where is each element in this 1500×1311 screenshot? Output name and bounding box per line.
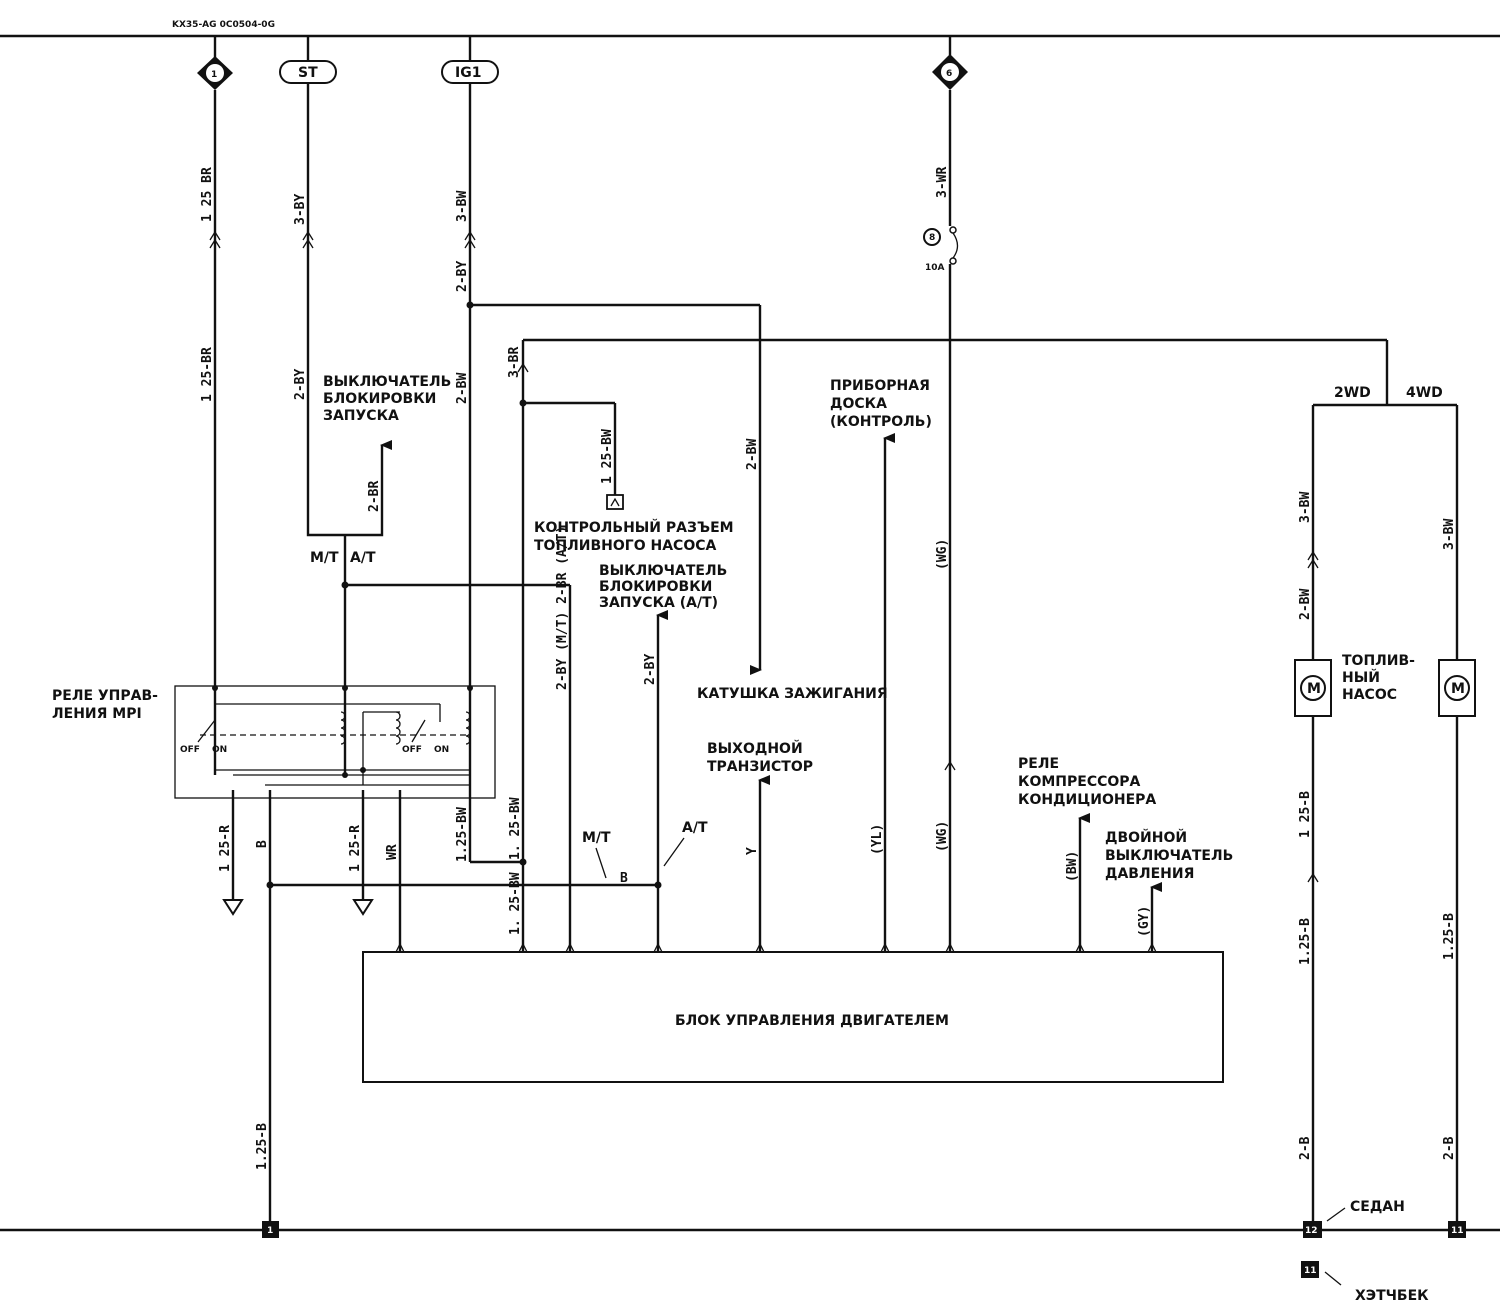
relay-on-1: ON (212, 745, 227, 755)
ground-symbol-1 (222, 899, 244, 916)
wire-b-bus: B (620, 871, 628, 886)
fuel-pump-4wd-column: 3-BW M 1.25-B 2-B (1438, 405, 1476, 1222)
connector-6-column: 6 3-WR 8 10A (WG) (WG) (923, 36, 968, 952)
wire-r25-1: 1 25-R (218, 825, 233, 872)
relay-off-2: OFF (402, 745, 422, 755)
wire-2wd-mid: 2-BW (1298, 589, 1313, 620)
instrument-panel-label: ПРИБОРНАЯ ДОСКА (КОНТРОЛЬ) (830, 378, 935, 430)
br-column: 3-BR 1 25-BW 1. 25-BW 1. 25-BW (507, 338, 1387, 952)
wire-2wd-top: 3-BW (1298, 492, 1313, 523)
relay-on-2: ON (434, 745, 449, 755)
wire-y: Y (745, 847, 760, 855)
st-column: ST 3-BY 2-BY 2-BR M/T A/T (279, 36, 572, 952)
wire-br3: 3-BR (507, 347, 522, 378)
label-mt: M/T (310, 550, 339, 566)
mpi-relay-box (174, 685, 496, 799)
at-arrow-label: A/T (682, 820, 708, 836)
mpi-relay-label: РЕЛЕ УПРАВ- ЛЕНИЯ MPI (52, 688, 163, 722)
label-at: A/T (350, 550, 376, 566)
svg-text:11: 11 (1451, 1226, 1464, 1236)
wire-at-inhib: 2-BY (643, 654, 658, 685)
ecu-terminals (395, 942, 1157, 953)
wire-c6-wg-lower: (WG) (935, 821, 950, 852)
svg-text:11: 11 (1304, 1266, 1317, 1276)
wire-wr: WR (385, 844, 400, 860)
inhibitor-at-label: ВЫКЛЮЧАТЕЛЬ БЛОКИРОВКИ ЗАПУСКА (A/T) (599, 563, 732, 611)
header-code: KX35-AG 0C0504-0G (172, 20, 275, 30)
output-transistor-label: ВЫХОДНОЙ ТРАНЗИСТОР (707, 740, 813, 775)
wire-start-br: 2-BR (367, 481, 382, 512)
wire-b-relay: B (255, 840, 270, 848)
wire-4wd-mid: 1.25-B (1442, 913, 1457, 960)
wire-bw-relay: 1.25-BW (455, 807, 470, 862)
relay-off-1: OFF (180, 745, 200, 755)
wire-yl: (YL) (870, 824, 885, 855)
connector-1-label: 1 (211, 70, 217, 80)
fuel-pump-4wd-motor-icon (1444, 675, 1470, 701)
wire-r25-2: 1 25-R (348, 825, 363, 872)
fuse-number: 8 (929, 233, 935, 243)
wire-ign-coil: 2-BW (745, 439, 760, 470)
ground-terminal-sedan: 12 (1303, 1221, 1322, 1238)
wire-c6-wg-upper: (WG) (935, 539, 950, 570)
mt-arrow-label: M/T (582, 830, 611, 846)
wire-c1-top: 1 25 BR (200, 167, 215, 222)
wire-ig-mid1: 2-BY (455, 261, 470, 292)
connector-1-column: 1 1 25 BR 1 25-BR (197, 36, 233, 688)
ground-symbol-2 (352, 899, 374, 916)
ac-relay-label: РЕЛЕ КОМПРЕССОРА КОНДИЦИОНЕРА (1018, 756, 1156, 808)
wire-4wd-top: 3-BW (1442, 519, 1457, 550)
svg-text:1: 1 (267, 1226, 273, 1236)
wire-c1-mid: 1 25-BR (200, 347, 215, 402)
wire-st-top: 3-BY (293, 194, 308, 225)
mpi-relay: OFF ON OFF ON (174, 685, 496, 799)
wire-ig-mid2: 2-BW (455, 373, 470, 404)
wire-bw-mid: 1. 25-BW (508, 797, 523, 860)
svg-text:12: 12 (1305, 1226, 1318, 1236)
label-2wd: 2WD (1334, 385, 1371, 401)
ground-terminal-left: 1 (262, 1221, 279, 1238)
fuel-pump-2wd-column: 3-BW 2-BW M 1 25-B 1.25-B 2-B (1294, 405, 1332, 1222)
fuel-pump-2wd-motor-letter: M (1307, 681, 1321, 697)
pump-check-terminal (606, 494, 624, 510)
wire-c6-top: 3-WR (935, 167, 950, 198)
wire-st-mid: 2-BY (293, 369, 308, 400)
fuse-rating: 10A (925, 263, 945, 273)
pump-check-label: КОНТРОЛЬНЫЙ РАЗЪЕМ ТОПЛИВНОГО НАСОСА (534, 519, 738, 554)
wire-ground-left: 1.25-B (255, 1123, 270, 1170)
ignition-coil-label: КАТУШКА ЗАЖИГАНИЯ (697, 686, 888, 702)
ground-terminal-4wd: 11 (1448, 1221, 1466, 1238)
wire-bw-ac: (BW) (1065, 851, 1080, 882)
dual-pressure-label: ДВОЙНОЙ ВЫКЛЮЧАТЕЛЬ ДАВЛЕНИЯ (1105, 829, 1238, 882)
label-4wd: 4WD (1406, 385, 1443, 401)
connector-st-label: ST (298, 65, 318, 81)
wire-ig-top: 3-BW (455, 191, 470, 222)
connector-ig1-label: IG1 (455, 65, 481, 81)
fuse-number-badge (923, 228, 941, 246)
engine-ecu-label: БЛОК УПРАВЛЕНИЯ ДВИГАТЕЛЕМ (675, 1013, 949, 1029)
wire-2wd-bot: 2-B (1298, 1136, 1313, 1160)
connector-6-label: 6 (946, 69, 952, 79)
sedan-label: СЕДАН (1350, 1199, 1405, 1215)
wire-bw-low: 1. 25-BW (508, 872, 523, 935)
wire-4wd-bot: 2-B (1442, 1136, 1457, 1160)
ig1-column: IG1 3-BW 2-BY 2-BW 2-BW (441, 36, 762, 688)
engine-ecu-box (362, 951, 1224, 1083)
fuel-pump-2wd-motor-icon (1300, 675, 1326, 701)
wire-2wd-low1: 1 25-B (1298, 791, 1313, 838)
fuel-pump-label: ТОПЛИВ- НЫЙ НАСОС (1342, 653, 1420, 703)
wire-gy: (GY) (1137, 906, 1152, 937)
ground-terminal-hatchback: 11 (1301, 1261, 1319, 1278)
hatchback-label: ХЭТЧБЕК (1355, 1288, 1429, 1304)
start-inhibitor-label: ВЫКЛЮЧАТЕЛЬ БЛОКИРОВКИ ЗАПУСКА (323, 374, 456, 424)
wire-pump-check: 1 25-BW (600, 429, 615, 484)
fuel-pump-4wd-motor-letter: M (1451, 681, 1465, 697)
wire-2wd-low2: 1.25-B (1298, 918, 1313, 965)
wire-at-mt: 2-BY (M/T) 2-BR (A/T) (555, 526, 570, 690)
